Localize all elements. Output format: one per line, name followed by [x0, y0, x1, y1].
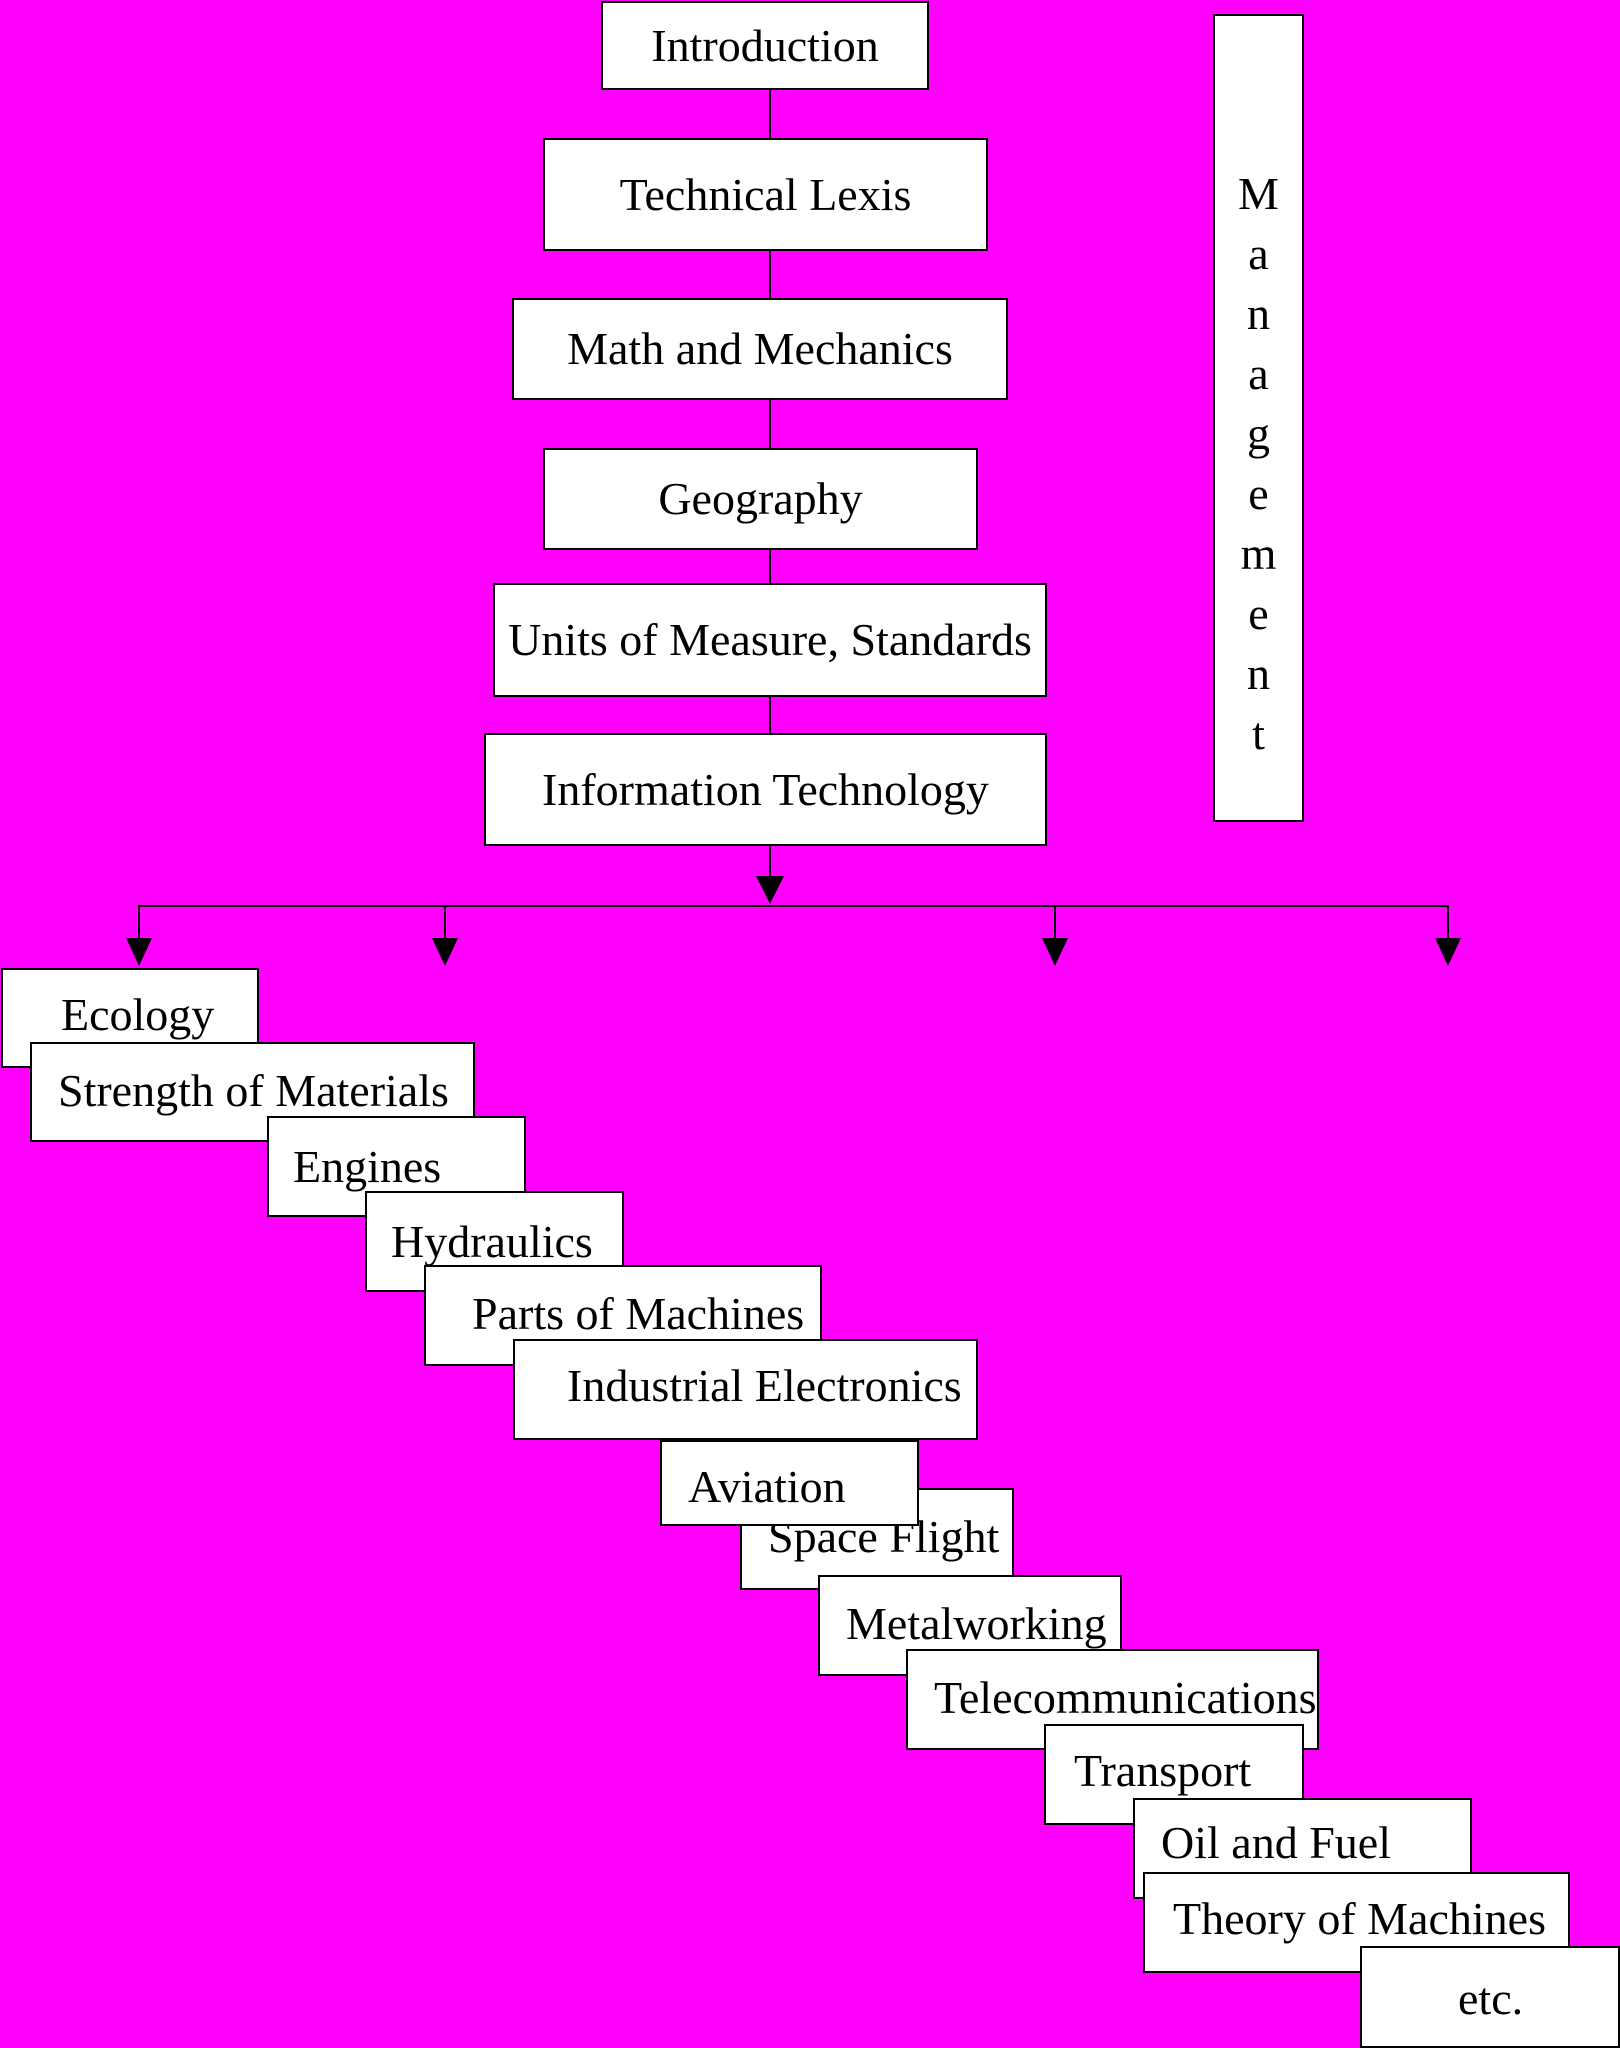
box-units-of-measure: Units of Measure, Standards	[493, 583, 1047, 697]
box-geography: Geography	[543, 448, 978, 550]
box-introduction: Introduction	[601, 1, 929, 90]
box-etc: etc.	[1360, 1946, 1620, 2048]
management-letter: e	[1248, 588, 1269, 639]
management-letter: M	[1238, 168, 1279, 219]
management-letter: e	[1248, 468, 1269, 519]
arrowhead-branch-3	[1042, 938, 1068, 966]
management-letter: t	[1252, 708, 1265, 759]
management-letter: n	[1247, 648, 1270, 699]
management-letter: n	[1247, 288, 1270, 339]
box-information-technology: Information Technology	[484, 733, 1047, 846]
management-letter: a	[1248, 228, 1269, 279]
arrowhead-center	[756, 876, 784, 904]
arrowhead-branch-1	[126, 938, 152, 966]
box-aviation: Aviation	[660, 1440, 919, 1526]
management-letter: a	[1248, 348, 1269, 399]
box-math-and-mechanics: Math and Mechanics	[512, 298, 1008, 400]
arrowhead-branch-2	[432, 938, 458, 966]
management-letter: g	[1247, 408, 1270, 459]
box-industrial-electronics: Industrial Electronics	[513, 1339, 978, 1440]
management-letter: m	[1240, 528, 1277, 579]
box-technical-lexis: Technical Lexis	[543, 138, 988, 251]
arrowhead-branch-4	[1435, 938, 1461, 966]
